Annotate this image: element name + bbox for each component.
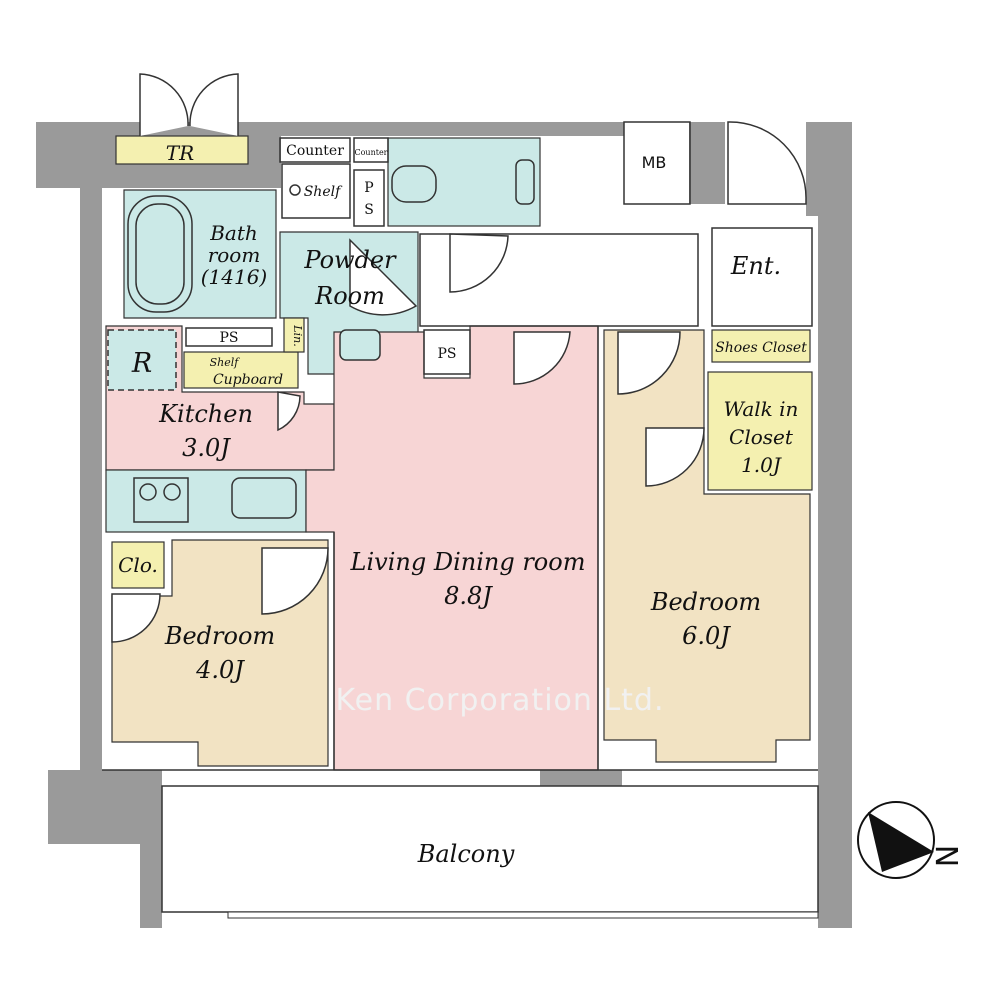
door-entrance-icon [727,121,807,205]
balcony-rail [227,911,819,919]
linen-area [283,317,305,353]
wic-label-1: Walk in [724,397,799,421]
kitchen-size: 3.0J [182,434,231,462]
wall-right [818,216,852,772]
lin-label: Lin. [291,324,304,346]
door-tr-left [139,73,189,136]
counter-left-label: Counter [286,143,344,159]
counter-right-label: Counter [354,148,387,157]
kitchen-sink-icon [231,477,297,519]
shelf-bath-label: Shelf [304,184,343,200]
bath-label-3: (1416) [201,265,268,289]
wall-bottom-left-pillar [48,770,162,844]
bathtub-icon [127,195,193,313]
shoes-closet-area [711,329,811,363]
sink-icon [339,329,381,361]
door-tr-right [189,73,239,136]
ps-top-label: PS [219,330,238,346]
wall-left [80,188,102,770]
shoes-closet-label: Shoes Closet [715,340,807,356]
wall-balcony-left [140,844,162,928]
ps-vertical-box [353,169,385,227]
balcony-label: Balcony [417,840,515,868]
bedroom-large-name: Bedroom [650,588,761,616]
toilet-icon [391,165,437,203]
door-kitchen-icon [277,391,301,432]
counter-right-box [353,137,389,163]
entrance-label: Ent. [730,252,781,280]
cupboard-small-label: Shelf [210,356,241,369]
cupboard-label: Cupboard [213,372,283,388]
wic-label-3: 1.0J [741,453,782,477]
north-arrow-icon: N [857,801,966,879]
door-bedroom-small-icon [261,547,329,615]
toilet-tank [515,159,535,205]
burner-icon [163,483,181,501]
wall-top-far-right [806,122,852,216]
door-powder-icon [349,238,418,316]
powder-label-2: Room [314,282,385,310]
ps-vertical-s: S [364,202,374,218]
entrance-box [711,227,813,327]
mb-box [623,121,691,205]
cupboard-area [183,351,299,389]
walls [36,122,852,928]
shelf-hook-icon [289,184,301,196]
bedroom-large-size: 6.0J [682,622,731,650]
living-name: Living Dining room [350,548,586,576]
door-bedroom-large-icon [617,331,681,395]
powder-label-1: Powder [303,246,397,274]
bathtub-inner [135,203,185,305]
door-hall-icon [449,233,509,293]
ps-mid-box [423,329,471,375]
compass-label: N [931,845,966,867]
stove-icon [133,477,189,523]
fridge-label: R [131,348,152,379]
burner-icon [139,483,157,501]
tr-label: TR [166,141,194,165]
wall-top-mid [281,122,624,136]
bath-label-1: Bath [209,221,258,245]
ps-top-box [185,327,273,347]
walk-in-closet-area [707,371,813,491]
interior-walls [102,121,818,771]
wall-balcony-right [818,772,852,928]
door-wic-icon [645,427,705,487]
bath-label-2: room [208,243,261,267]
bedroom-small-name: Bedroom [164,622,275,650]
door-living-icon [513,331,571,385]
wall-top-right [689,122,725,204]
closet-small-label: Clo. [118,553,158,577]
ps-vertical-p: P [364,180,373,196]
ps-mid-label: PS [437,346,456,362]
living-size: 8.8J [444,582,493,610]
door-clo-icon [111,593,161,643]
kitchen-name: Kitchen [158,400,253,428]
hall-box [419,233,699,327]
wic-label-2: Closet [729,425,794,449]
watermark: Ken Corporation Ltd. [336,683,665,718]
shelf-box [281,163,351,219]
tr-area [115,135,249,165]
mb-label: MB [642,153,667,172]
closet-small-area [111,541,165,589]
bedroom-small-size: 4.0J [195,656,245,684]
fridge-icon [107,329,177,391]
counter-left-box [279,137,351,163]
